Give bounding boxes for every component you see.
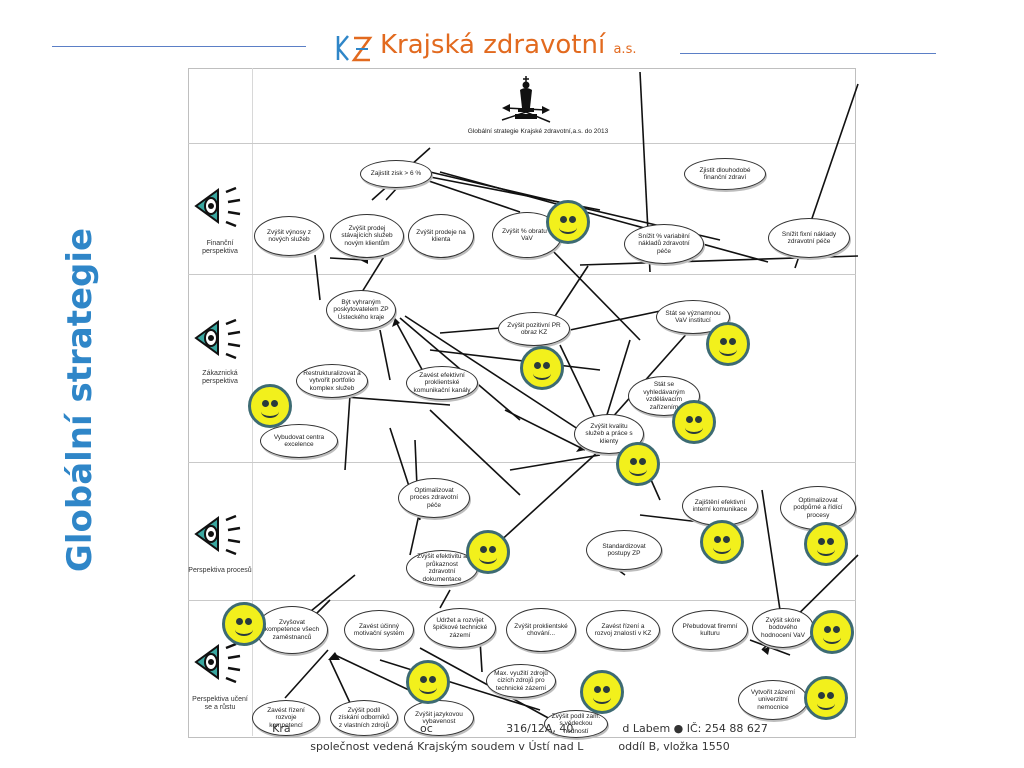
logo-icon: [336, 35, 373, 62]
footer-address: Kra oc 316/12A, 40 d Labem ● IČ: 254 88 …: [272, 722, 768, 735]
node-rizeni-znalosti: Zavést řízení a rozvoj znalostí v KZ: [586, 610, 660, 650]
smiley-icon: [406, 660, 450, 704]
header-rule-right: [680, 53, 936, 54]
smiley-icon: [546, 200, 590, 244]
node-motivacni-system: Zavést účinný motivační systém: [344, 610, 414, 650]
smiley-icon: [804, 676, 848, 720]
node-prodeje-na-klienta: Zvýšit prodeje na klienta: [408, 214, 474, 258]
node-univerzitni-nemocnice: Vytvořit zázemí univerzitní nemocnice: [738, 680, 808, 720]
node-skore-vav: Zvýšit skóre bodového hodnocení VaV: [752, 608, 814, 648]
band-divider: [188, 143, 856, 144]
smiley-icon: [616, 442, 660, 486]
diagram-title: Globální strategie Krajské zdravotní,a.s…: [467, 128, 609, 135]
smiley-icon: [580, 670, 624, 714]
node-rizeni-rozvoje-kompetenci: Zavést řízení rozvoje kompetencí: [252, 700, 320, 736]
node-vyhrany-poskytovatel: Být vyhraným poskytovatelem ZP Ústeckého…: [326, 290, 396, 330]
logo-text: Krajská zdravotní a.s.: [380, 30, 637, 60]
node-fixni-naklady: Snížit fixní náklady zdravotní péče: [768, 218, 850, 258]
smiley-icon: [700, 520, 744, 564]
perspective-label-customer: Zákaznická perspektiva: [202, 370, 238, 385]
node-pozitivni-pr: Zvýšit pozitivní PR obraz KZ: [498, 312, 570, 346]
node-dlouhodobe-financni-zdravi: Zjistit dlouhodobé finanční zdraví: [684, 158, 766, 190]
perspective-label-learning-growth: Perspektiva učení se a růstu: [192, 696, 248, 711]
node-zajistit-zisk: Zajistit zisk > 6 %: [360, 160, 432, 188]
header-rule-left: [52, 46, 306, 47]
node-vedecka-hodnost: Zvýšit podíl zam. s vědeckou hodností: [544, 710, 608, 738]
chess-king-icon: [501, 76, 551, 123]
eye-icon: [194, 514, 241, 556]
node-variabilni-naklady: Snížit % variabilní nákladů zdravotní pé…: [624, 224, 704, 264]
eye-icon: [194, 186, 241, 228]
perspective-label-processes: Perspektiva procesů: [188, 567, 252, 574]
smiley-icon: [810, 610, 854, 654]
band-divider: [188, 274, 856, 275]
node-kompetence-zamestnancu: Zvyšovat kompetence všech zaměstnanců: [256, 606, 328, 654]
node-technicke-zazemi: Udržet a rozvíjet špičkové technické záz…: [424, 608, 496, 648]
node-centra-excelence: Vybudovat centra excelence: [260, 424, 338, 458]
node-optimalizovat-proces-zp: Optimalizovat proces zdravotní péče: [398, 478, 470, 518]
smiley-icon: [706, 322, 750, 366]
smiley-icon: [520, 346, 564, 390]
node-standardizovat-postupy: Standardizovat postupy ZP: [586, 530, 662, 570]
smiley-icon: [466, 530, 510, 574]
node-proklientske-chovani: Zvýšit proklientské chování...: [506, 608, 576, 652]
smiley-icon: [672, 400, 716, 444]
node-prodej-stavajicich-sluzeb: Zvýšit prodej stávajících služeb novým k…: [330, 214, 404, 258]
smiley-icon: [804, 522, 848, 566]
eye-icon: [194, 318, 241, 360]
eye-icon: [194, 642, 241, 684]
band-divider: [188, 600, 856, 601]
node-cizi-zdroje: Max. využití zdrojů cizích zdrojů pro te…: [486, 664, 556, 698]
node-proklientske-kanaly: Zavést efektivní proklientské komunikačn…: [406, 366, 478, 400]
node-firemni-kultura: Přebudovat firemní kulturu: [672, 610, 748, 650]
node-interni-komunikace: Zajištění efektivní interní komunikace: [682, 486, 758, 526]
smiley-icon: [248, 384, 292, 428]
node-restrukturalizovat-portfolio: Restrukturalizovat a vytvořit portfolio …: [296, 364, 368, 398]
band-divider: [188, 462, 856, 463]
perspective-label-financial: Finanční perspektiva: [202, 240, 238, 255]
node-zdravotni-dokumentace: Zvýšit efektivitu a průkaznost zdravotní…: [406, 550, 478, 586]
node-vynosy-z-novych-sluzeb: Zvýšit výnosy z nových služeb: [254, 216, 324, 256]
footer-registration: společnost vedená Krajským soudem v Ústí…: [310, 740, 730, 753]
smiley-icon: [222, 602, 266, 646]
node-odbornici-z-vlastnich-zdroju: Zvýšit podíl získání odborníků z vlastní…: [330, 700, 398, 736]
